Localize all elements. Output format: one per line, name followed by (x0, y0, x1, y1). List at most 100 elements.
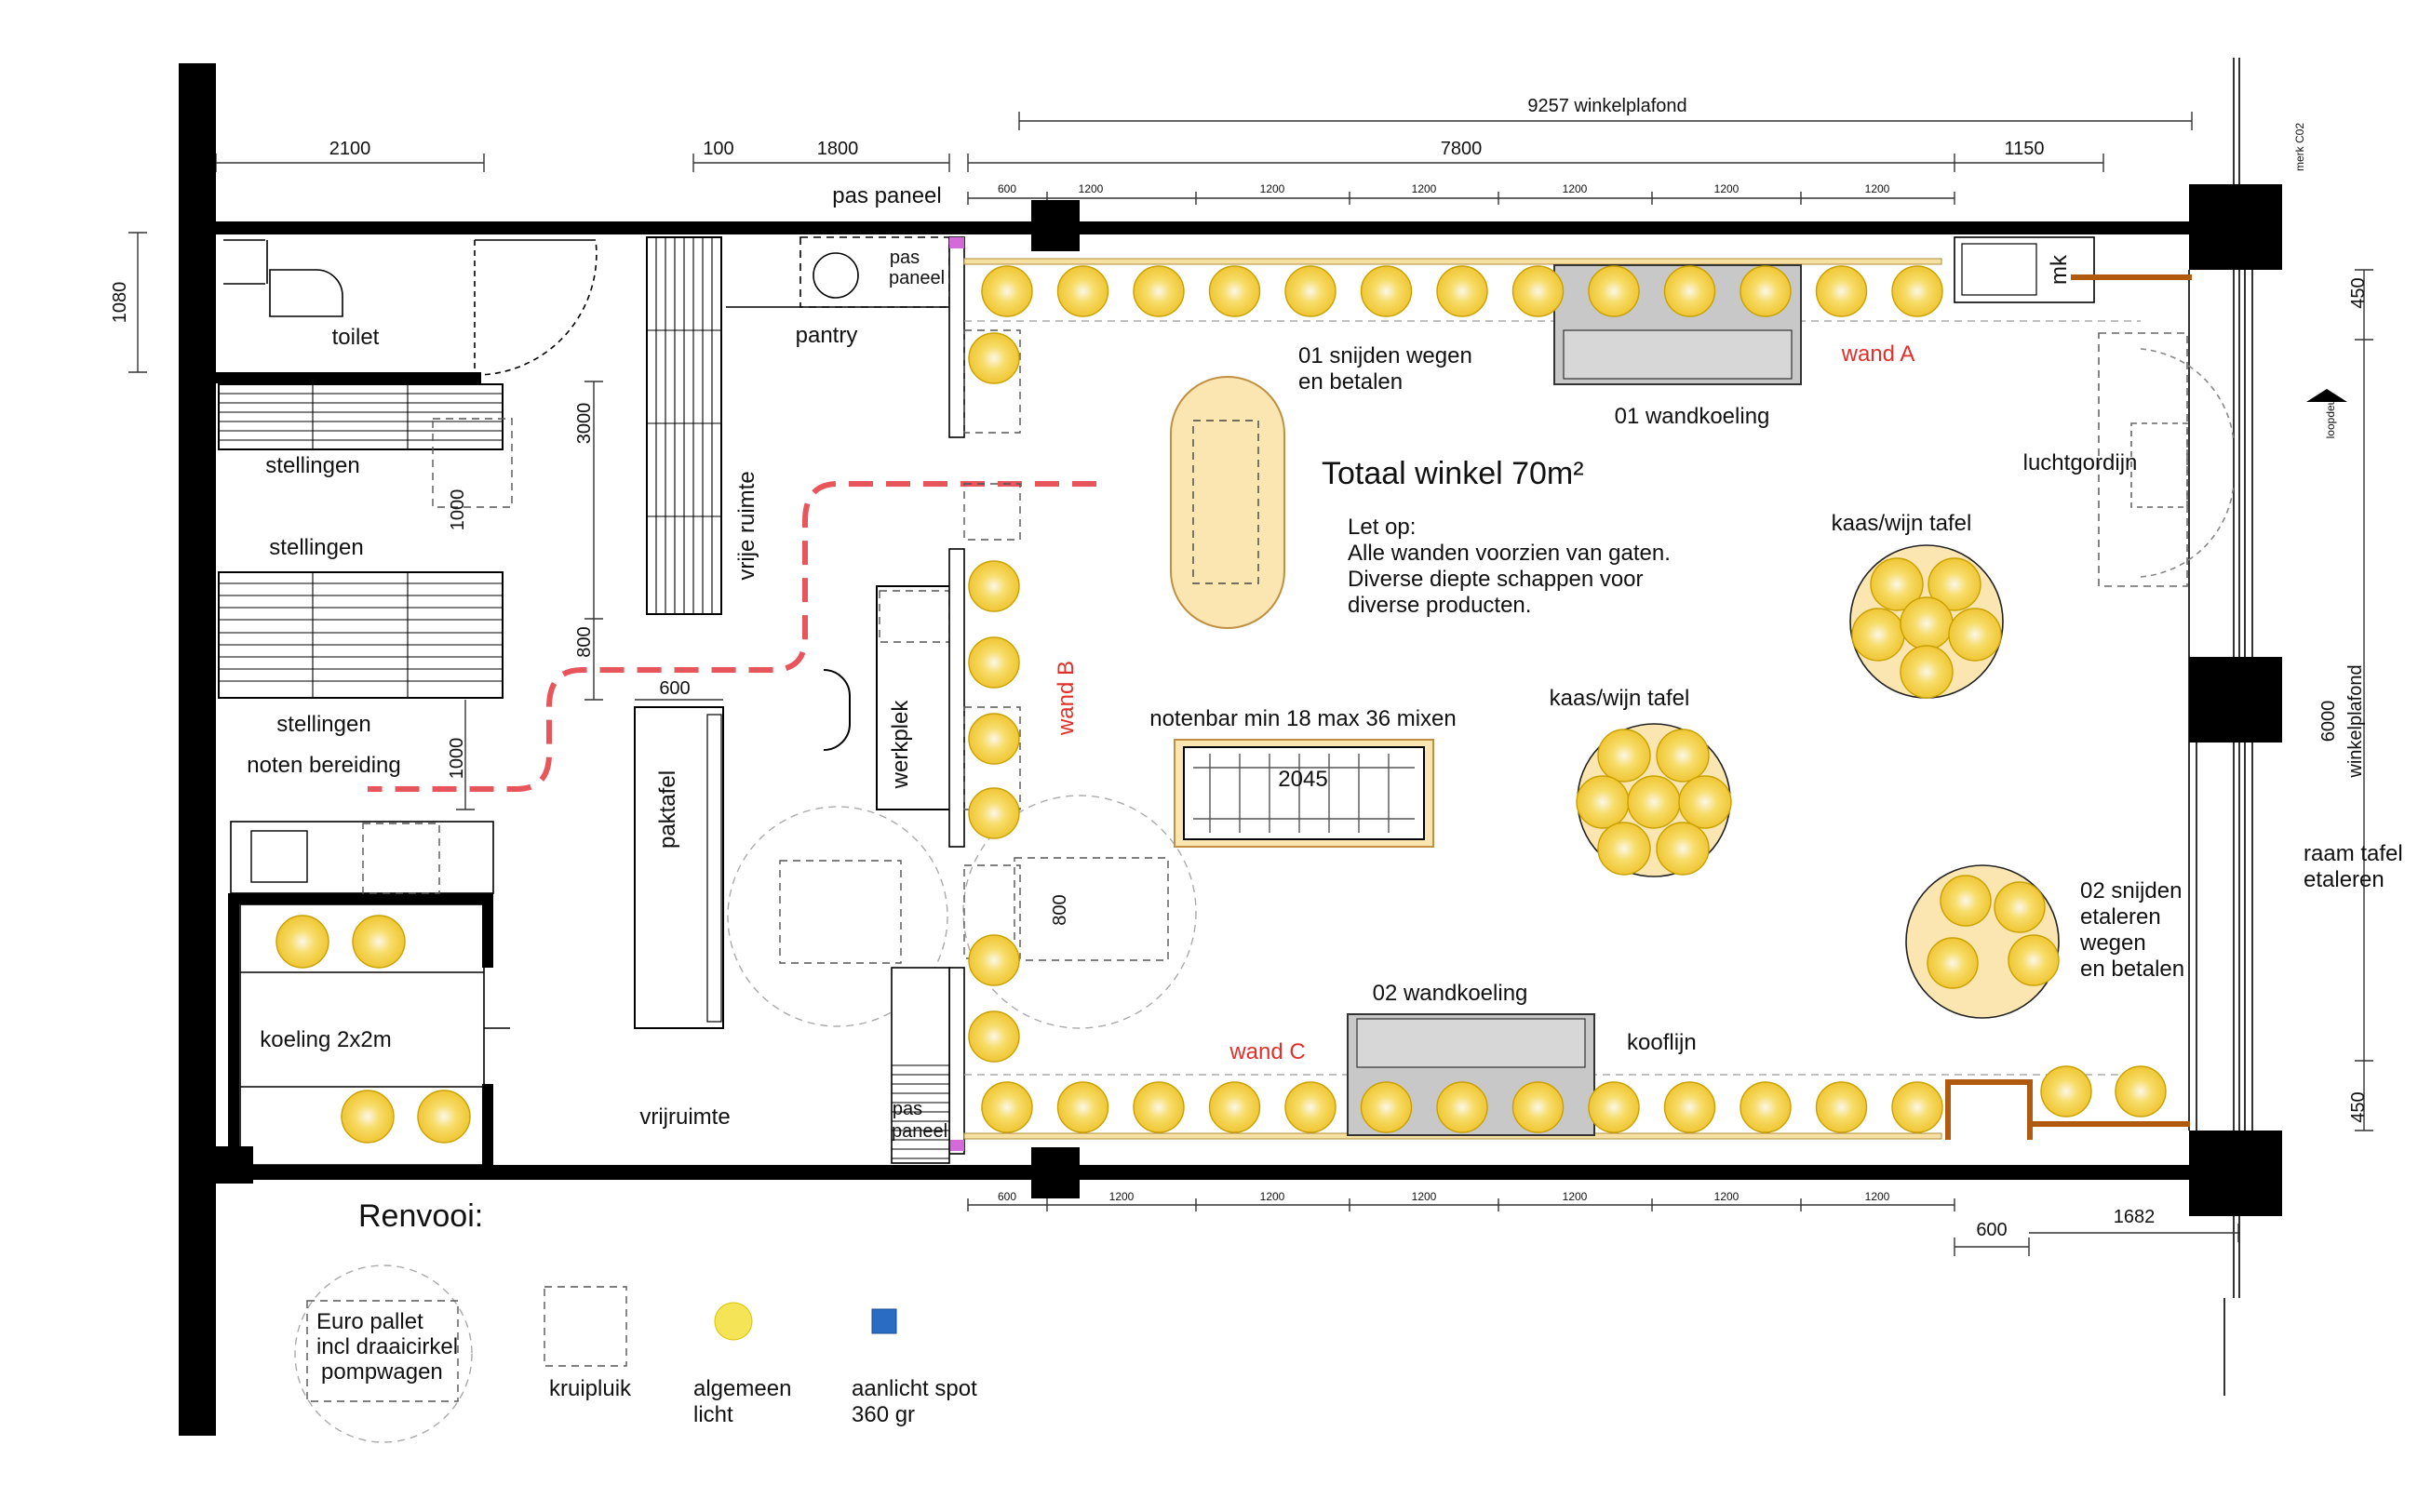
shelf-vertical (646, 236, 722, 615)
light-fixture (968, 1010, 1020, 1063)
label-note-4: diverse producten. (1348, 593, 1531, 618)
mid-dimensions (456, 381, 603, 810)
dim-7800: 7800 (1441, 139, 1483, 159)
dim-1800: 1800 (817, 139, 859, 159)
legend-licht-1: algemeen (693, 1376, 791, 1401)
light-fixture (1927, 937, 1979, 989)
light-fixture (981, 1081, 1033, 1133)
bottom-dimensions (967, 1198, 2239, 1256)
light-fixture (1870, 557, 1924, 611)
label-snijden-02-a: 02 snijden (2080, 878, 2182, 903)
light-fixture (1900, 645, 1954, 699)
label-raam-2: etaleren (2304, 867, 2384, 892)
label-vrijruimte: vrijruimte (639, 1104, 730, 1130)
light-fixture (1576, 775, 1630, 829)
label-mk: mk (2047, 254, 2072, 285)
light-fixture (1678, 775, 1732, 829)
label-pas-paneel-c: pas (893, 1099, 922, 1119)
legend-kruipluik: kruipluik (549, 1376, 632, 1401)
dim-1200: 1200 (1563, 1190, 1588, 1203)
light-fixture (968, 560, 1020, 612)
label-stellingen-1: stellingen (265, 453, 359, 478)
label-wand-a: wand A (1841, 341, 1915, 367)
light-fixture (1900, 596, 1954, 650)
light-fixture (1056, 1081, 1109, 1133)
dim-1200: 1200 (1865, 182, 1890, 195)
light-fixture (968, 636, 1020, 689)
label-pas-paneel-d: paneel (892, 1121, 947, 1142)
dim-2045: 2045 (1278, 767, 1327, 792)
label-wandkoeling-02: 02 wandkoeling (1373, 981, 1528, 1006)
light-fixture (2115, 1065, 2167, 1117)
light-fixture (1056, 265, 1109, 317)
light-fixture (1994, 881, 2046, 933)
light-fixture (1948, 608, 2002, 662)
dim-1200: 1200 (1865, 1190, 1890, 1203)
dim-1200: 1200 (1412, 182, 1437, 195)
label-werkplek: werkplek (888, 700, 913, 790)
label-note-3: Diverse diepte schappen voor (1348, 567, 1644, 592)
toilet (223, 239, 598, 376)
legend-licht-2: licht (693, 1402, 733, 1427)
label-luchtgordijn: luchtgordijn (2023, 450, 2138, 475)
label-kaas-wijn-2: kaas/wijn tafel (1550, 686, 1690, 711)
label-raam-1: raam tafel (2304, 841, 2403, 866)
label-merk: merk C02 (2293, 123, 2306, 171)
light-fixture (1740, 265, 1792, 317)
dim-800-box: 800 (1050, 894, 1070, 925)
light-fixture (1815, 265, 1868, 317)
light-fixture (1208, 1081, 1261, 1133)
light-fixture (2040, 1065, 2092, 1117)
light-fixture (1815, 1081, 1868, 1133)
dim-450-bot: 450 (2348, 1091, 2369, 1122)
dim-1200: 1200 (1260, 1190, 1285, 1203)
walls (179, 63, 2282, 1436)
legend-pallet-2: incl draaicirkel (316, 1334, 458, 1359)
light-fixture (1284, 1081, 1337, 1133)
label-stellingen-2: stellingen (269, 535, 363, 560)
label-note-1: Let op: (1348, 515, 1416, 540)
light-fixture (1511, 265, 1565, 317)
shelving (218, 383, 513, 699)
dim-6000-label: winkelplafond (2345, 664, 2366, 778)
legend-spot-1: aanlicht spot (852, 1376, 977, 1401)
dim-1200: 1200 (1412, 1190, 1437, 1203)
label-noten-bereiding: noten bereiding (247, 753, 400, 778)
oval-table (1170, 376, 1285, 629)
dim-800-v: 800 (574, 626, 595, 657)
label-toilet: toilet (332, 325, 380, 350)
light-fixture (1597, 822, 1651, 876)
dim-1080: 1080 (110, 282, 130, 324)
label-pas-paneel-b: paneel (889, 268, 945, 288)
legend-spot-2: 360 gr (852, 1402, 915, 1427)
dim-1200: 1200 (1714, 1190, 1740, 1203)
dim-600-bottom-row: 600 (998, 1190, 1016, 1203)
light-fixture (981, 265, 1033, 317)
dim-1200: 1200 (1079, 182, 1104, 195)
light-fixture (1656, 822, 1710, 876)
light-fixture (1360, 265, 1413, 317)
dim-1200: 1200 (1563, 182, 1588, 195)
pallet-turn-circles (727, 795, 1197, 1029)
light-fixture (1436, 265, 1488, 317)
dim-1000-b: 1000 (447, 738, 467, 780)
dim-1200: 1200 (1714, 182, 1740, 195)
label-pas-paneel-a: pas (890, 248, 920, 268)
paktafel (634, 699, 724, 1029)
dim-1200: 1200 (1109, 1190, 1135, 1203)
label-totaal: Totaal winkel 70m² (1322, 456, 1584, 491)
light-fixture (1851, 608, 1905, 662)
label-koeling: koeling 2x2m (260, 1027, 391, 1052)
light-fixture (968, 332, 1020, 384)
label-wand-c: wand C (1229, 1039, 1305, 1064)
dim-6000: 6000 (2318, 701, 2339, 743)
mk-box (1945, 236, 2192, 1140)
label-note-2: Alle wanden voorzien van gaten. (1348, 541, 1671, 566)
label-snijden-02-b: etaleren (2080, 904, 2161, 930)
light-fixture (275, 915, 329, 969)
dim-100: 100 (703, 139, 733, 159)
label-kaas-wijn-1: kaas/wijn tafel (1832, 511, 1972, 536)
lights (275, 265, 2167, 1144)
wand-b (891, 236, 1021, 1164)
